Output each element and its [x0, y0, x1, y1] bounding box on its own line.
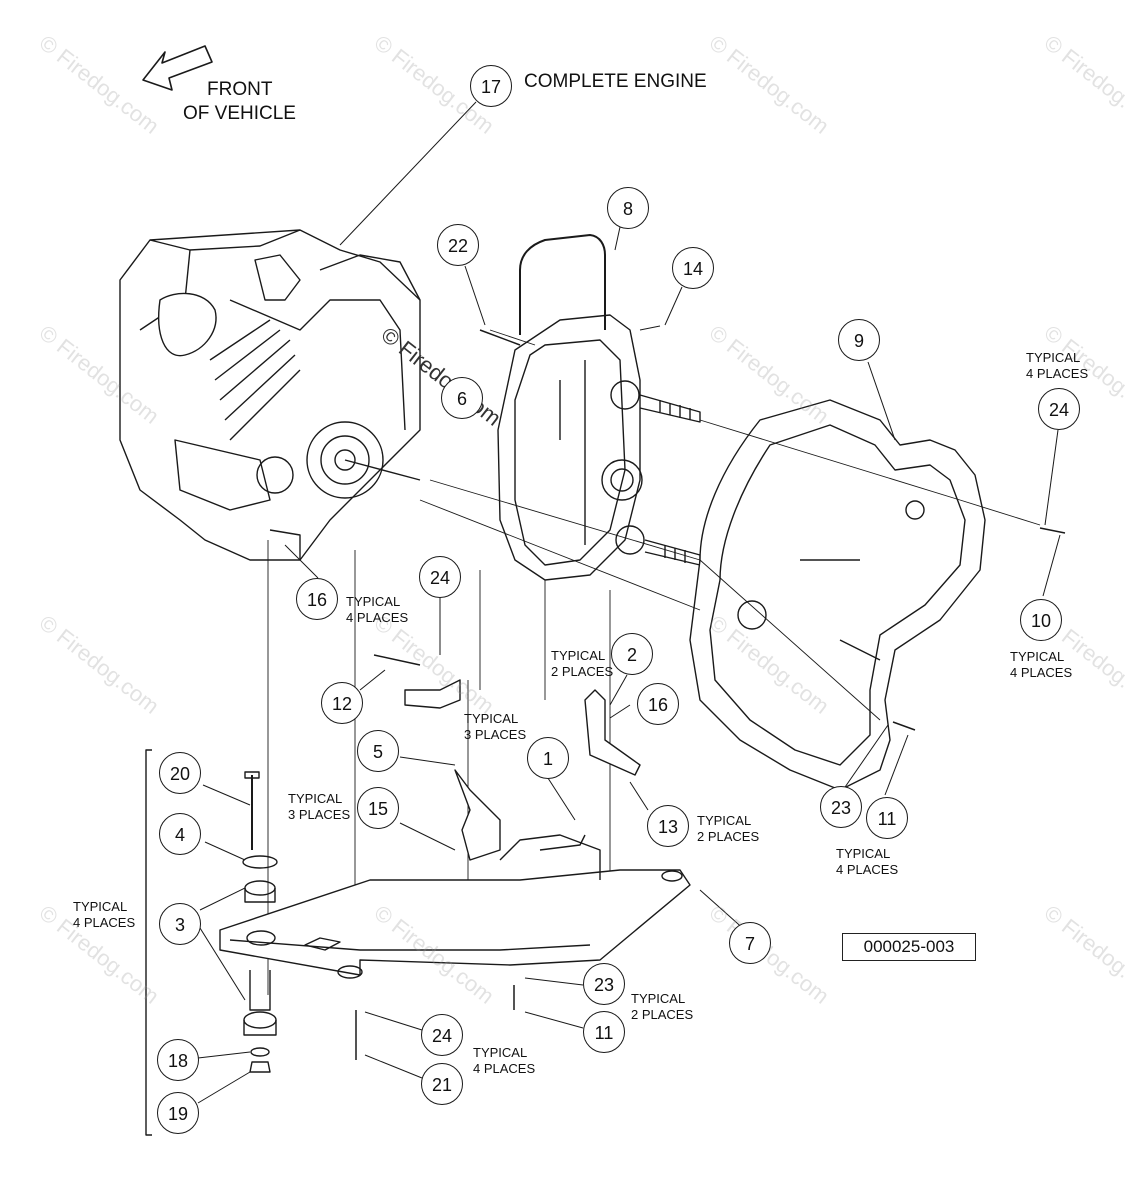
callout-22: 22: [437, 224, 479, 266]
callout-20: 20: [159, 752, 201, 794]
callout-9: 9: [838, 319, 880, 361]
bracket-upper: [404, 679, 461, 709]
callout-23: 23: [820, 786, 862, 828]
callout-1: 1: [527, 737, 569, 779]
callout-6: 6: [441, 377, 483, 419]
leader-lines: [197, 101, 1061, 1104]
note-typical-4-places: TYPICAL 4 PLACES: [1026, 350, 1089, 381]
callout-11: 11: [583, 1011, 625, 1053]
bracket-5: [454, 769, 501, 861]
note-typical-2-places: TYPICAL 2 PLACES: [697, 813, 760, 844]
front-label-line1: FRONT: [207, 79, 273, 100]
engine-block: [119, 229, 421, 561]
note-typical-4-places: TYPICAL 4 PLACES: [473, 1045, 536, 1076]
callout-13: 13: [647, 805, 689, 847]
callout-17: 17: [470, 65, 512, 107]
bracket-13: [584, 689, 641, 776]
mounting-plate: [219, 834, 691, 979]
callout-11: 11: [866, 797, 908, 839]
group-bracket: [145, 749, 152, 1136]
note-typical-3-places: TYPICAL 3 PLACES: [464, 711, 527, 742]
note-typical-4-places: TYPICAL 4 PLACES: [346, 594, 409, 625]
callout-24: 24: [421, 1014, 463, 1056]
callout-10: 10: [1020, 599, 1062, 641]
callout-23: 23: [583, 963, 625, 1005]
complete-engine-label: COMPLETE ENGINE: [524, 71, 707, 92]
callout-15: 15: [357, 787, 399, 829]
note-typical-2-places: TYPICAL 2 PLACES: [551, 648, 614, 679]
note-typical-4-places: TYPICAL 4 PLACES: [1010, 649, 1073, 680]
callout-16: 16: [296, 578, 338, 620]
callout-4: 4: [159, 813, 201, 855]
callout-24: 24: [419, 556, 461, 598]
bolts: [355, 329, 1066, 1060]
belt-cover: [689, 399, 986, 791]
callout-12: 12: [321, 682, 363, 724]
callout-19: 19: [157, 1092, 199, 1134]
callout-7: 7: [729, 922, 771, 964]
note-typical-4-places: TYPICAL 4 PLACES: [73, 899, 136, 930]
callout-18: 18: [157, 1039, 199, 1081]
callout-2: 2: [611, 633, 653, 675]
callout-5: 5: [357, 730, 399, 772]
callout-24: 24: [1038, 388, 1080, 430]
callout-16: 16: [637, 683, 679, 725]
front-arrow-icon: [142, 45, 213, 91]
reference-number: 000025-003: [842, 933, 976, 961]
front-label-line2: OF VEHICLE: [183, 103, 296, 124]
mount-stack: [242, 771, 278, 1073]
callout-14: 14: [672, 247, 714, 289]
note-typical-4-places: TYPICAL 4 PLACES: [836, 846, 899, 877]
note-typical-3-places: TYPICAL 3 PLACES: [288, 791, 351, 822]
note-typical-2-places: TYPICAL 2 PLACES: [631, 991, 694, 1022]
gearcase: [497, 234, 701, 581]
callout-3: 3: [159, 903, 201, 945]
callout-21: 21: [421, 1063, 463, 1105]
callout-8: 8: [607, 187, 649, 229]
